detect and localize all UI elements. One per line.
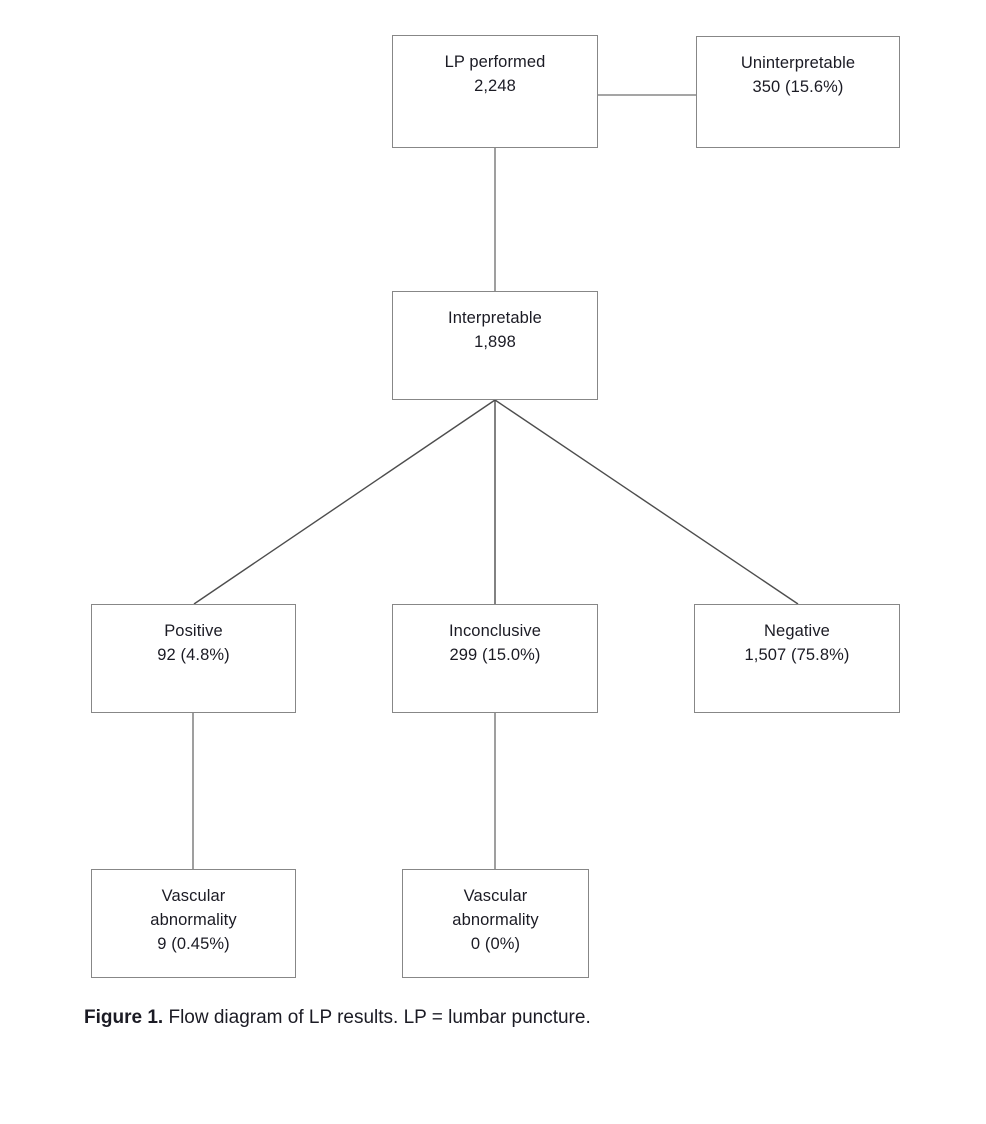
edge-interpretable-to-negative xyxy=(494,399,799,605)
node-lp-performed: LP performed 2,248 xyxy=(392,35,598,148)
node-negative-value: 1,507 (75.8%) xyxy=(744,646,850,664)
node-vascular-inconclusive-value: 0 (0%) xyxy=(470,935,521,953)
node-positive-label: Positive xyxy=(164,622,223,640)
edge-interpretable-to-positive xyxy=(193,399,496,605)
node-vascular-positive-label-1: Vascular xyxy=(161,887,226,905)
figure-caption-label: Figure 1. xyxy=(84,1007,164,1028)
node-negative: Negative 1,507 (75.8%) xyxy=(694,604,900,713)
node-inconclusive: Inconclusive 299 (15.0%) xyxy=(392,604,598,713)
node-vascular-abnormality-inconclusive: Vascular abnormality 0 (0%) xyxy=(402,869,589,978)
node-positive-value: 92 (4.8%) xyxy=(157,646,230,664)
node-vascular-inconclusive-label-1: Vascular xyxy=(463,887,528,905)
node-lp-performed-value: 2,248 xyxy=(474,77,516,95)
node-positive: Positive 92 (4.8%) xyxy=(91,604,296,713)
node-interpretable-value: 1,898 xyxy=(474,333,516,351)
node-uninterpretable: Uninterpretable 350 (15.6%) xyxy=(696,36,900,148)
node-uninterpretable-label: Uninterpretable xyxy=(740,54,856,72)
node-interpretable: Interpretable 1,898 xyxy=(392,291,598,400)
node-uninterpretable-value: 350 (15.6%) xyxy=(752,78,844,96)
node-negative-label: Negative xyxy=(764,622,830,640)
node-vascular-positive-value: 9 (0.45%) xyxy=(157,935,230,953)
node-vascular-positive-label-2: abnormality xyxy=(150,911,237,929)
node-interpretable-label: Interpretable xyxy=(448,309,542,327)
node-vascular-abnormality-positive: Vascular abnormality 9 (0.45%) xyxy=(91,869,296,978)
figure-caption-text: Flow diagram of LP results. LP = lumbar … xyxy=(168,1007,591,1028)
node-inconclusive-value: 299 (15.0%) xyxy=(449,646,541,664)
figure-caption: Figure 1. Flow diagram of LP results. LP… xyxy=(84,1004,904,1032)
node-lp-performed-label: LP performed xyxy=(444,53,546,71)
node-inconclusive-label: Inconclusive xyxy=(449,622,541,640)
node-vascular-inconclusive-label-2: abnormality xyxy=(452,911,539,929)
